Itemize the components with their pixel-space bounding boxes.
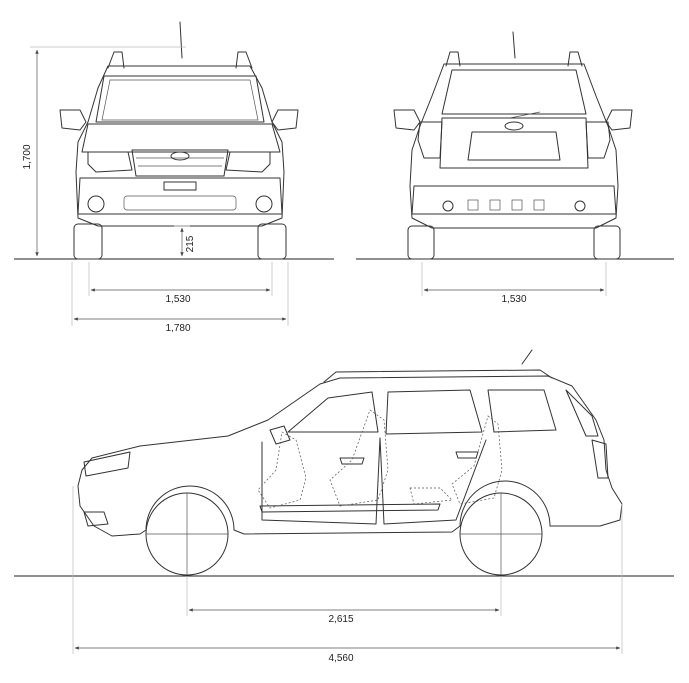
- mirror-right-rear: [605, 109, 633, 131]
- fog-lamp-right: [255, 195, 273, 213]
- rear-wiper: [509, 111, 541, 119]
- side-molding: [259, 503, 441, 513]
- badge-rear: [504, 121, 524, 131]
- height-label: 1,700: [22, 144, 33, 169]
- front-tyre-right: [257, 223, 287, 260]
- front-door: [261, 437, 381, 525]
- tailgate: [439, 117, 589, 169]
- front-tyre-left: [73, 223, 103, 260]
- license-plate-recess: [467, 131, 561, 161]
- front-seat-outline: [257, 431, 307, 509]
- roof-rail-right: [235, 51, 253, 69]
- badge-front: [170, 151, 190, 161]
- roof-rail-left: [107, 51, 125, 69]
- antenna: [179, 21, 183, 59]
- front-seat-outline-2: [329, 409, 389, 507]
- front-door-handle: [339, 457, 365, 465]
- rear-bumper: [411, 185, 617, 215]
- license-plate-front: [163, 181, 197, 191]
- headlamp-left: [87, 151, 133, 173]
- mirror-right: [271, 109, 299, 131]
- rear-window: [441, 69, 587, 115]
- antenna-rear: [512, 31, 516, 59]
- side-body: [77, 375, 623, 537]
- rear-view: 1,530: [356, 31, 674, 305]
- overall-width-label: 1,780: [165, 323, 190, 334]
- side-fog-lamp: [83, 511, 109, 527]
- fog-lamp-left: [87, 195, 105, 213]
- mirror-left: [59, 109, 87, 131]
- rear-door: [379, 437, 487, 525]
- lower-intake: [123, 195, 237, 211]
- roof-rail-left-rear: [445, 51, 461, 67]
- tail-lamp-right: [585, 121, 611, 159]
- antenna-side: [521, 349, 533, 365]
- mirror-left-rear: [393, 109, 421, 131]
- side-view: 2,615 4,560: [14, 349, 674, 664]
- front-view: 1,700 215 1,530 1,780: [14, 21, 334, 334]
- roof-rail-right-rear: [567, 51, 583, 67]
- headlamp-right: [225, 151, 271, 173]
- side-headlamp: [83, 451, 131, 477]
- side-mirror: [269, 425, 291, 445]
- hood: [81, 123, 281, 153]
- rear-door-handle: [455, 451, 479, 459]
- rear-quarter-glass: [565, 389, 599, 437]
- front-track-label: 1,530: [165, 294, 190, 305]
- wheelbase-label: 2,615: [328, 614, 353, 625]
- rear-tyre-left: [407, 225, 435, 260]
- rear-body: [409, 63, 619, 229]
- rear-door-window: [385, 389, 483, 435]
- grille: [131, 149, 229, 177]
- side-tail-lamp: [591, 439, 609, 479]
- overall-length-label: 4,560: [328, 653, 353, 664]
- roof-rail-side: [323, 369, 553, 383]
- rear-track-label: 1,530: [501, 294, 526, 305]
- tail-lamp-left: [417, 121, 443, 159]
- front-body: [75, 65, 285, 227]
- ground-clearance-label: 215: [185, 235, 196, 252]
- quarter-window: [487, 389, 557, 433]
- rear-tyre-right: [593, 225, 621, 260]
- front-door-window: [287, 391, 379, 433]
- windshield: [95, 75, 265, 123]
- front-bumper: [77, 177, 283, 215]
